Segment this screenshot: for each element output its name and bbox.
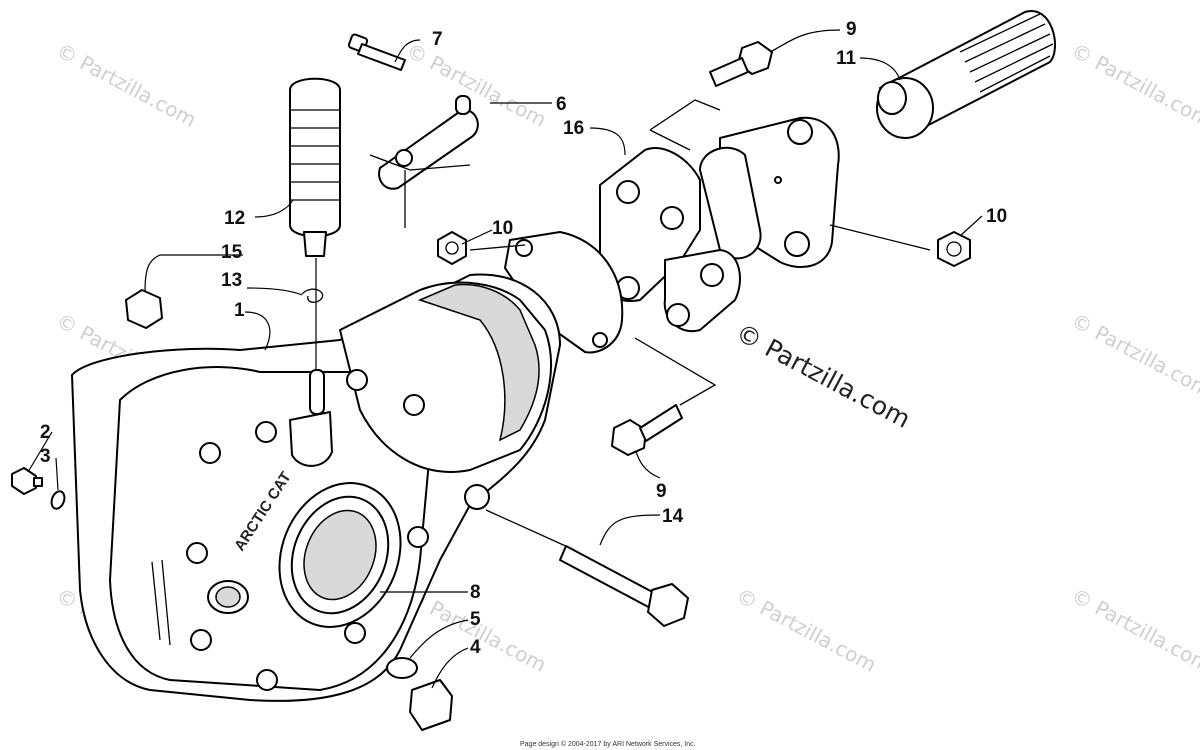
rubber-boot-part-12 [289,77,341,370]
callout-3: 3 [40,446,51,467]
callout-10-left: 10 [492,218,513,239]
watermark-top-right: © Partzilla.com [1068,38,1200,132]
pinion-flange [504,231,624,354]
callout-15: 15 [221,242,243,263]
callout-16: 16 [563,118,584,139]
callout-8: 8 [470,582,481,603]
watermark-bottom-right: © Partzilla.com [1068,583,1200,677]
callout-13: 13 [221,270,242,291]
callout-12: 12 [224,208,245,229]
plug-part-2 [11,467,43,495]
callout-9-lower: 9 [656,481,667,502]
bolt-part-9-lower [611,404,683,456]
callout-10-right: 10 [986,206,1007,227]
splined-shaft-part-11 [876,10,1056,139]
o-ring-part-3 [50,490,66,510]
clip-part-13 [301,288,324,303]
callout-labels: 1 2 3 4 5 6 7 8 9 9 10 10 11 12 13 14 15… [40,19,1007,658]
long-bolt-part-14 [559,545,689,627]
actuator-lever-part-6 [378,95,479,190]
callout-6: 6 [556,94,567,115]
callout-4: 4 [470,637,481,658]
callout-1: 1 [234,300,245,321]
differential-housing-part-1: ARCTIC CAT [71,273,561,702]
o-ring-part-5 [386,657,418,679]
bolt-part-9-upper [709,41,773,87]
callout-7: 7 [432,29,443,50]
callout-2: 2 [40,422,51,443]
yoke-coupler-part-16 [599,116,840,333]
nut-part-10-right [937,231,971,267]
callout-14: 14 [662,506,684,527]
watermark-mid-right: © Partzilla.com [1068,308,1200,402]
callout-5: 5 [470,609,481,630]
watermark-main: © Partzilla.com [731,318,915,434]
callout-9-upper: 9 [846,19,857,40]
nut-part-15 [125,289,163,329]
footer-credit: Page design © 2004-2017 by ARI Network S… [520,740,696,748]
drain-plug-part-4 [409,679,453,731]
watermark-bottom-mid-right: © Partzilla.com [733,583,881,677]
callout-11: 11 [836,48,857,69]
nut-part-10-left [437,231,467,265]
leader-lines [27,29,983,689]
bolt-part-7 [347,33,406,71]
watermark-top-left: © Partzilla.com [53,38,201,132]
